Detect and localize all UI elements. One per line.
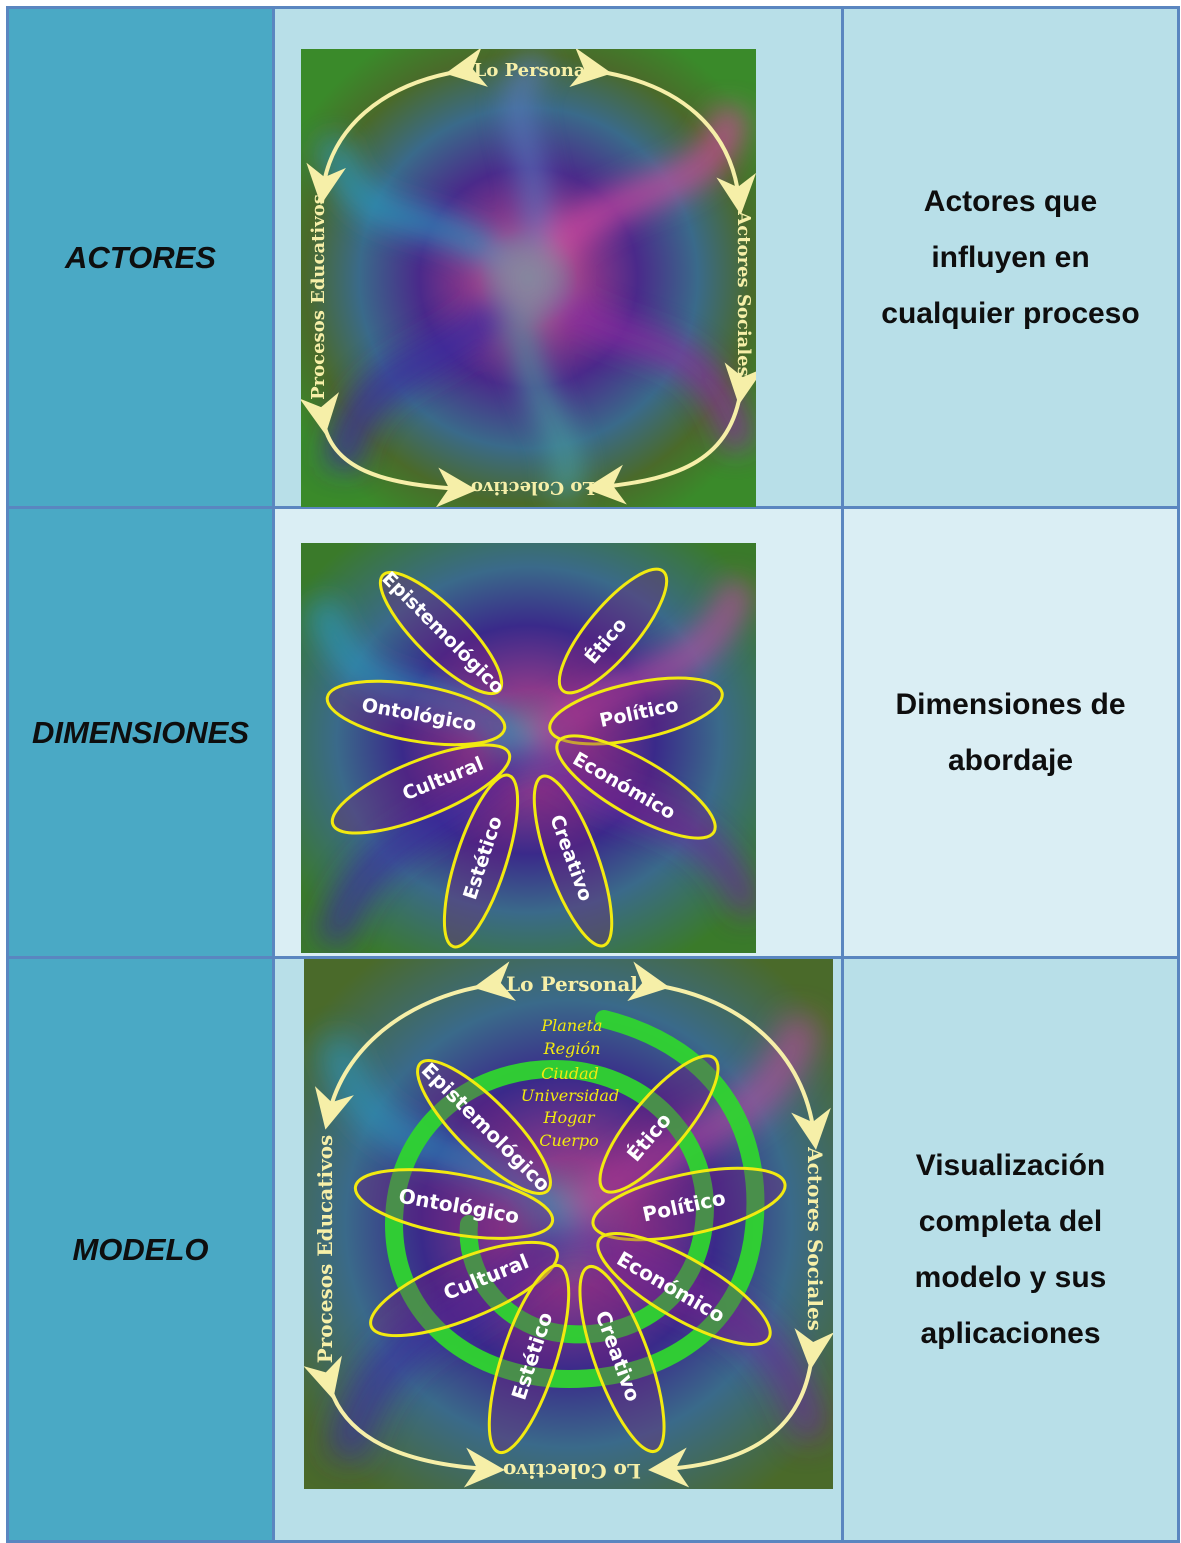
label-lo-colectivo: Lo Colectivo: [471, 477, 595, 498]
image-cell-dimensiones: Epistemológico Ético Ontológico Político…: [272, 506, 844, 959]
label-lo-personal: Lo Personal: [506, 972, 638, 996]
model-table: ACTORES: [6, 6, 1180, 1543]
description-line: completa del: [918, 1204, 1103, 1238]
level-ciudad: Ciudad: [541, 1064, 599, 1083]
description-line: Dimensiones de: [895, 687, 1126, 721]
level-planeta: Planeta: [540, 1016, 602, 1035]
image-cell-modelo: Planeta Región Ciudad Universidad Hogar …: [272, 956, 844, 1543]
level-cuerpo: Cuerpo: [539, 1131, 599, 1150]
level-universidad: Universidad: [521, 1086, 619, 1105]
description-line: Visualización: [915, 1148, 1106, 1182]
modelo-diagram: Planeta Región Ciudad Universidad Hogar …: [304, 959, 833, 1489]
label-procesos-educativos: Procesos Educativos: [313, 1135, 337, 1364]
label-lo-personal: Lo Personal: [474, 60, 593, 81]
image-cell-actores: Lo Personal Actores Sociales Lo Colectiv…: [272, 6, 844, 509]
dimensiones-diagram: Epistemológico Ético Ontológico Político…: [301, 543, 756, 953]
row-label-actores: ACTORES: [6, 6, 275, 509]
description-actores: Actores que influyen en cualquier proces…: [841, 6, 1180, 509]
label-actores-sociales: Actores Sociales: [803, 1146, 827, 1331]
level-hogar: Hogar: [542, 1108, 595, 1127]
description-modelo: Visualización completa del modelo y sus …: [841, 956, 1180, 1543]
description-line: Actores que: [923, 184, 1098, 218]
description-line: abordaje: [947, 743, 1074, 777]
description-line: aplicaciones: [920, 1316, 1101, 1350]
table-row-modelo: MODELO: [6, 956, 1180, 1543]
row-label-modelo: MODELO: [6, 956, 275, 1543]
table-row-dimensiones: DIMENSIONES: [6, 506, 1180, 959]
description-line: influyen en: [931, 240, 1090, 274]
description-dimensiones: Dimensiones de abordaje: [841, 506, 1180, 959]
description-line: cualquier proceso: [881, 296, 1140, 330]
row-label-dimensiones: DIMENSIONES: [6, 506, 275, 959]
table-row-actores: ACTORES: [6, 6, 1180, 509]
level-region: Región: [543, 1039, 601, 1058]
label-actores-sociales: Actores Sociales: [733, 210, 754, 376]
label-procesos-educativos: Procesos Educativos: [308, 194, 329, 400]
label-lo-colectivo: Lo Colectivo: [503, 1459, 641, 1483]
actores-diagram: Lo Personal Actores Sociales Lo Colectiv…: [301, 49, 756, 507]
description-line: modelo y sus: [914, 1260, 1107, 1294]
